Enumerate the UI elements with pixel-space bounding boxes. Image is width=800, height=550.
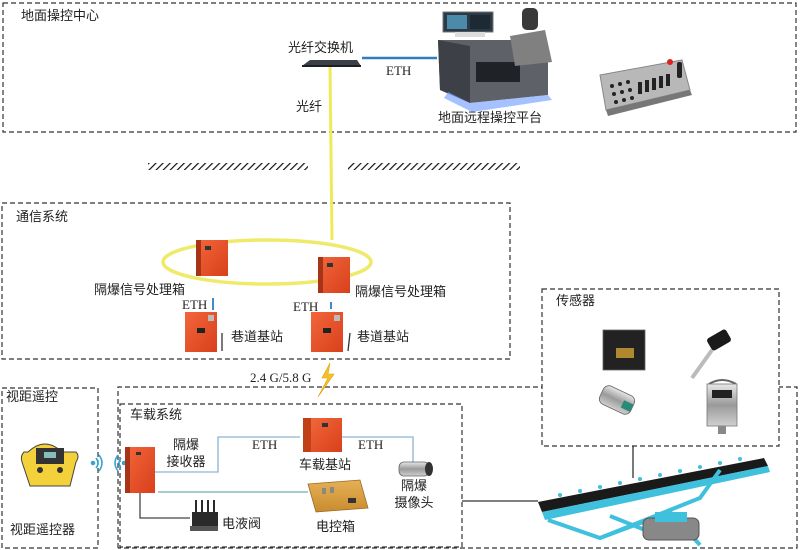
base-station-right-label: 巷道基站 [357, 330, 410, 345]
temperature-sensor-icon [690, 329, 731, 380]
base-station-right-icon [311, 312, 351, 352]
eth-label-box-station-right: ETH [293, 299, 319, 314]
group-label-sensors: 传感器 [556, 294, 596, 309]
control-panel-icon [599, 59, 692, 116]
gas-detector-icon [706, 379, 738, 434]
camera-label: 隔爆 摄像头 [392, 478, 436, 512]
signal-box-left-label: 隔爆信号处理箱 [94, 283, 186, 298]
fiber-label: 光纤 [296, 100, 323, 115]
eth-link-station-camera [340, 436, 414, 463]
explosion-proof-box-right-icon [318, 257, 350, 293]
fiber-switch-label: 光纤交换机 [288, 41, 354, 56]
group-label-los-remote: 视距遥控 [6, 390, 59, 405]
camera-label-line2: 摄像头 [394, 496, 434, 511]
network-switch-icon [302, 60, 361, 67]
group-box-los-remote [1, 387, 99, 549]
group-label-vehicle-system: 车载系统 [130, 408, 183, 423]
lightning-icon [317, 362, 335, 398]
conveyor-icon [538, 457, 770, 547]
eth-label-receiver-station: ETH [252, 437, 278, 452]
sensor-module-icon [602, 329, 646, 371]
vehicle-station-icon [303, 418, 342, 452]
camera-icon [398, 461, 433, 477]
group-label-ground-center: 地面操控中心 [21, 9, 100, 24]
eth-label-switch-platform: ETH [386, 63, 412, 78]
group-box-ground-center [2, 2, 797, 133]
group-box-comm-system [1, 202, 511, 360]
vehicle-station-label: 车载基站 [299, 458, 352, 473]
base-station-left-label: 巷道基站 [231, 330, 284, 345]
group-label-comm-system: 通信系统 [16, 210, 69, 225]
ground-platform-label: 地面远程操控平台 [438, 111, 543, 126]
explosion-proof-box-left-icon [196, 240, 228, 276]
base-station-left-icon [185, 312, 223, 352]
group-box-vehicle-outer [117, 386, 798, 549]
control-cabinet-label: 电控箱 [316, 520, 356, 535]
eth-label-station-camera: ETH [358, 437, 384, 452]
remote-controller-icon [20, 443, 79, 487]
group-box-sensors [541, 288, 780, 447]
receiver-label-line2: 接收器 [166, 455, 206, 470]
group-box-vehicle-system [119, 403, 463, 548]
receiver-box-icon [125, 447, 155, 493]
operator-console-icon [438, 8, 552, 112]
camera-label-line1: 隔爆 [400, 479, 427, 494]
eth-label-box-station-left: ETH [182, 297, 208, 312]
wireless-label: 2.4 G/5.8 G [250, 370, 312, 385]
control-cabinet-icon [307, 479, 369, 513]
receiver-label: 隔爆 接收器 [162, 437, 210, 471]
wireless-signal-icon [90, 454, 127, 472]
receiver-label-line1: 隔爆 [172, 438, 199, 453]
hydraulic-valve-icon [190, 500, 218, 531]
fiber-link [328, 65, 334, 241]
fiber-ring [161, 238, 373, 286]
link-receiver-valve [139, 493, 190, 519]
eth-link-receiver-station [155, 436, 300, 473]
pressure-sensor-icon [598, 385, 636, 415]
hydraulic-valve-label: 电液阀 [222, 517, 262, 532]
ground-surface-right [348, 163, 520, 170]
signal-box-right-label: 隔爆信号处理箱 [355, 285, 447, 300]
los-controller-label: 视距遥控器 [10, 523, 76, 538]
ground-surface-left [148, 163, 308, 170]
